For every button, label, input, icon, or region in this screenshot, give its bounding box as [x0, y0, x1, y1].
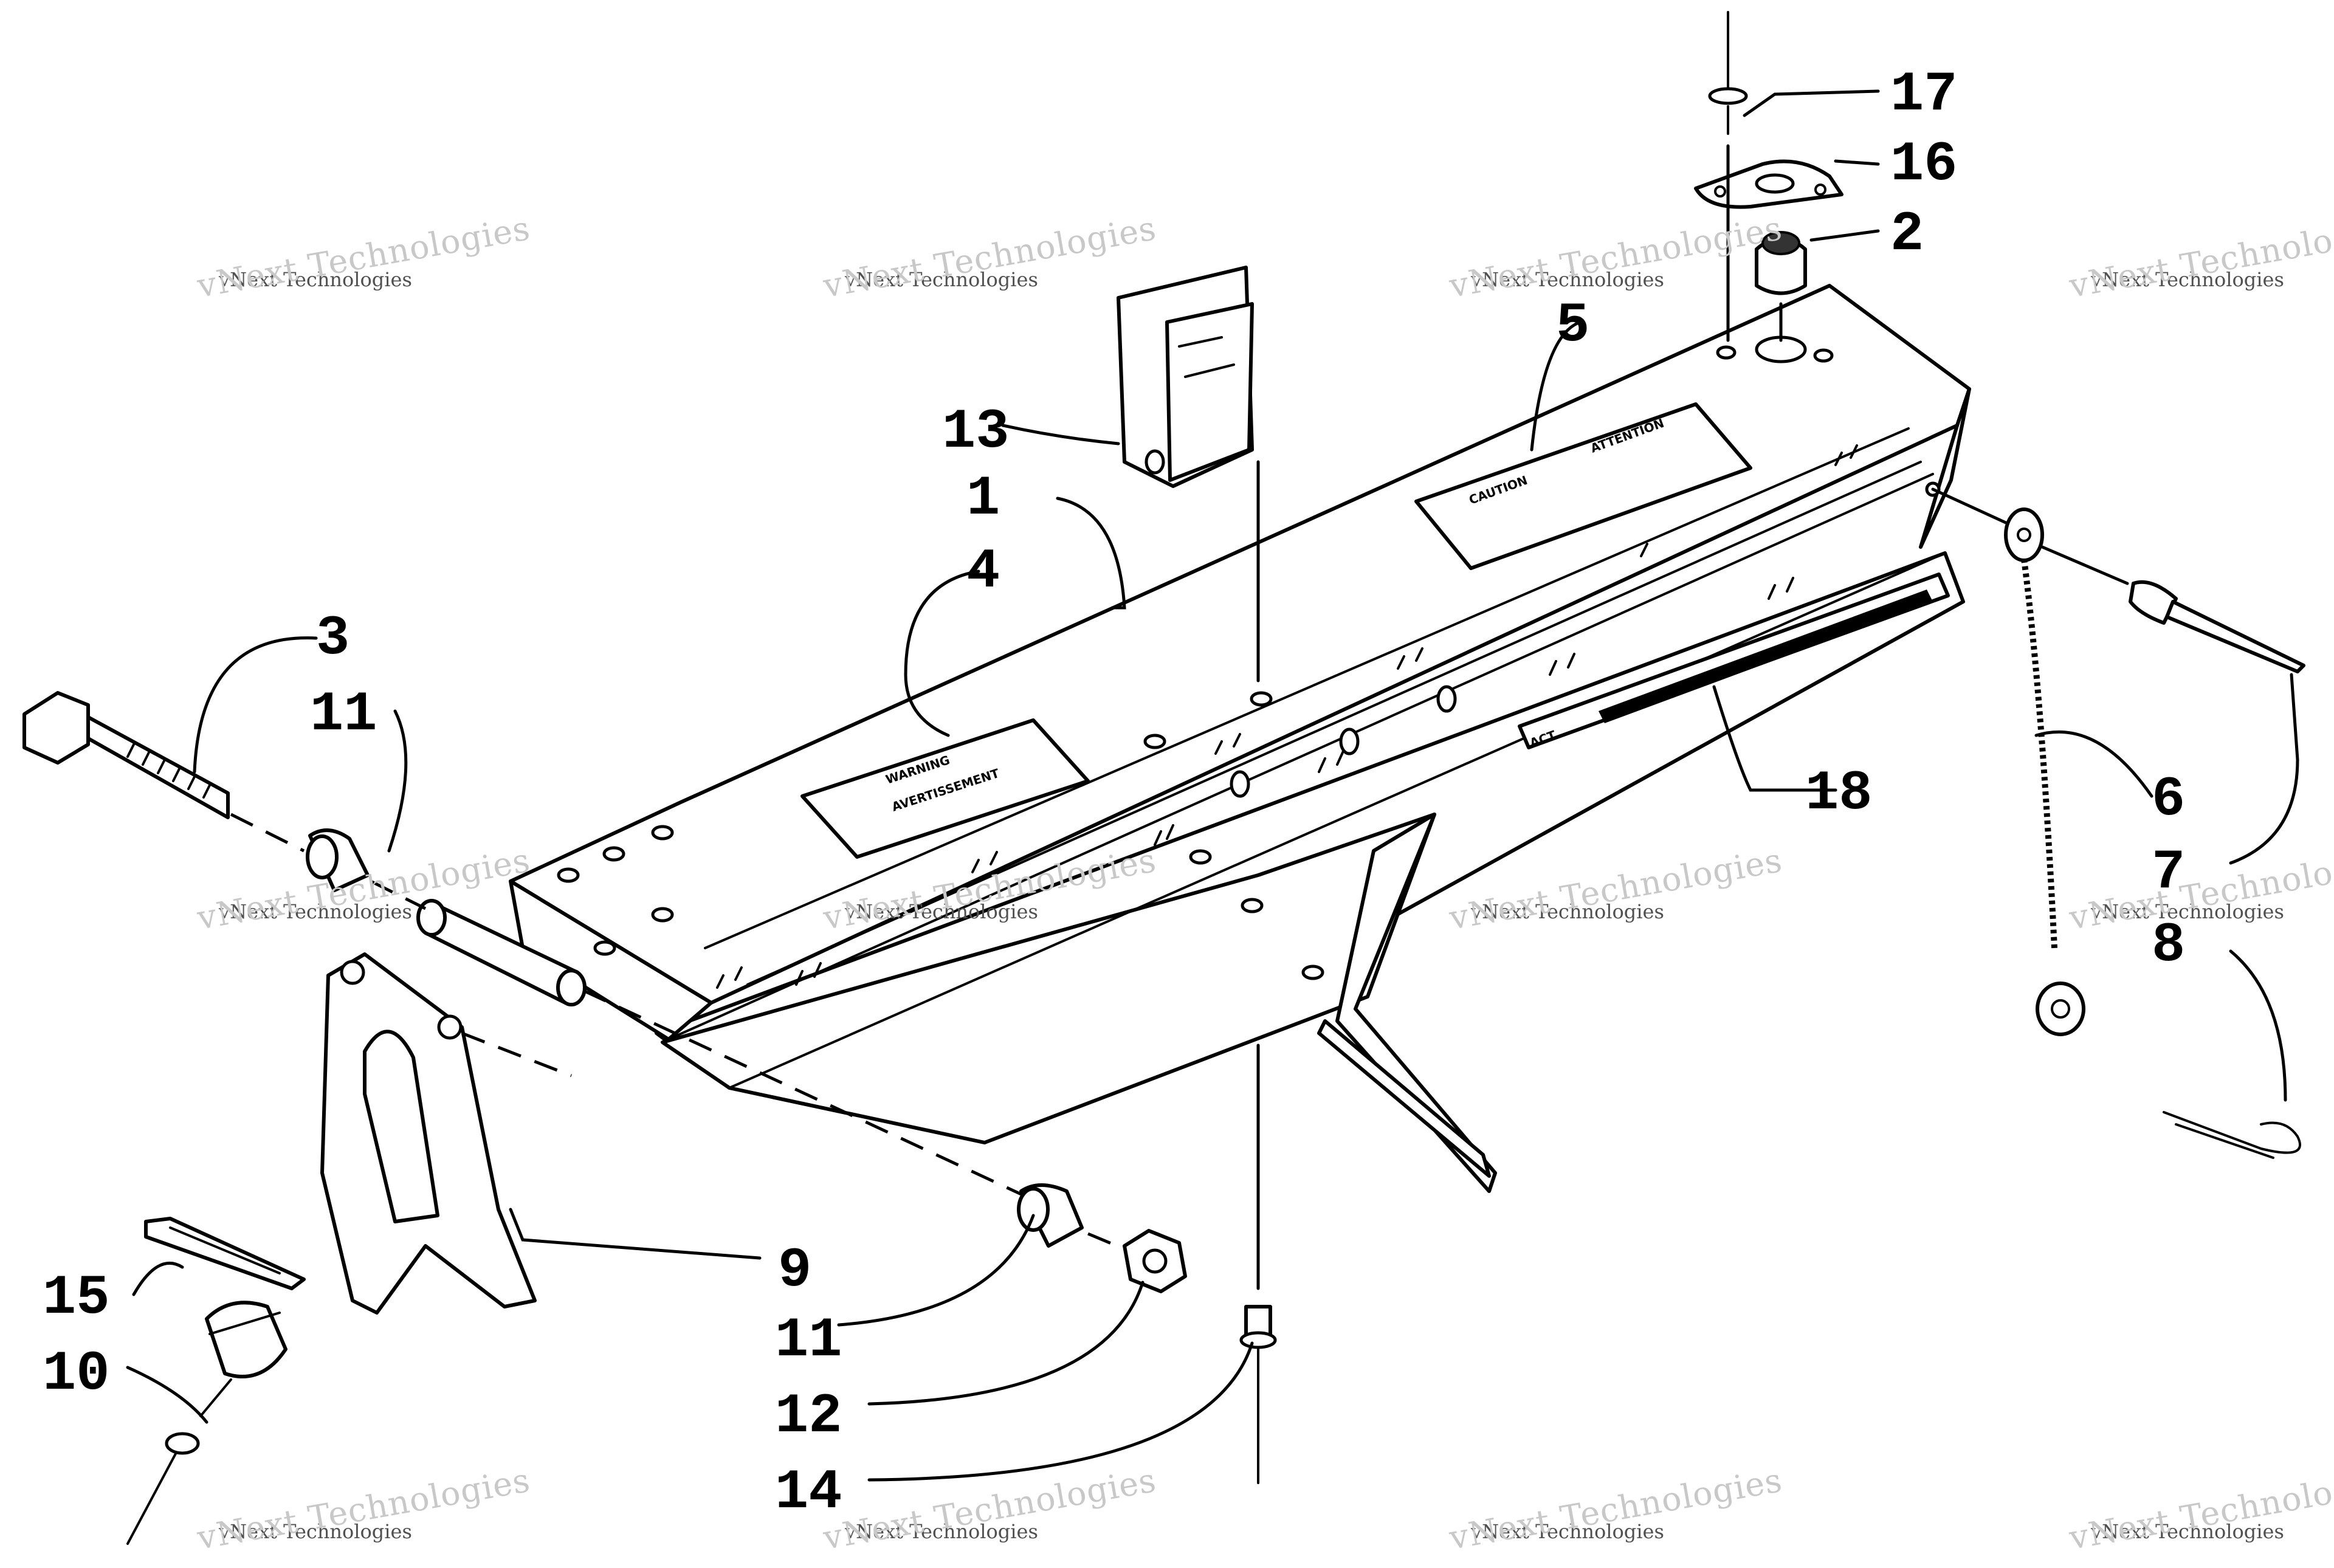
warning-decal: WARNING AVERTISSEMENT — [800, 718, 1090, 859]
leader-line — [370, 879, 427, 910]
leader-line — [1087, 1232, 1125, 1251]
mount-bracket-part — [320, 952, 572, 1315]
callout-9: 9 — [778, 1239, 811, 1302]
side-logo-decal: ACT — [1518, 573, 1950, 751]
rivet-right-part — [2129, 580, 2305, 673]
callout-2: 2 — [1890, 202, 1924, 266]
clip-part — [1117, 266, 1254, 488]
bracket-plate-part — [1694, 159, 1843, 209]
callout-4: 4 — [966, 540, 1000, 603]
spacer-tube-part — [416, 899, 587, 1006]
callout-17: 17 — [1890, 63, 1957, 126]
hitch-pin-part — [2163, 1111, 2301, 1159]
callout-18: 18 — [1805, 762, 1872, 825]
callout-11-lower: 11 — [775, 1308, 842, 1372]
nut-part — [1123, 1229, 1187, 1293]
bushing-right-part — [1017, 1183, 1084, 1248]
leader-line — [1931, 487, 2008, 524]
callout-1: 1 — [966, 467, 1000, 531]
strap-part — [144, 1217, 306, 1290]
callout-15: 15 — [43, 1266, 109, 1330]
leader-line — [582, 989, 1022, 1196]
bushing-left-part — [306, 828, 370, 892]
callout-12: 12 — [775, 1384, 842, 1448]
tether-cable-part — [2004, 507, 2085, 1036]
knob-part — [205, 1301, 287, 1378]
callout-leaders — [126, 89, 2299, 1482]
callout-6: 6 — [2152, 768, 2185, 831]
callout-7: 7 — [2152, 841, 2185, 904]
callout-16: 16 — [1890, 132, 1957, 196]
callout-5: 5 — [1556, 294, 1589, 357]
callout-3: 3 — [316, 607, 349, 670]
bolt-part — [22, 691, 230, 819]
callout-labels: 1 2 3 4 5 6 7 8 9 10 11 11 12 13 14 15 1… — [43, 63, 2185, 1524]
callout-13: 13 — [942, 400, 1009, 464]
rivet-lower-left-part — [126, 1378, 232, 1545]
rivet-top-part — [1708, 11, 1748, 135]
leader-line — [230, 813, 305, 853]
callout-8: 8 — [2152, 913, 2185, 977]
caution-attention-decal: CAUTION ATTENTION — [1414, 402, 1752, 570]
callout-10: 10 — [43, 1342, 109, 1406]
grommet-part — [1755, 231, 1807, 295]
rivet-bottom-part — [1239, 1305, 1277, 1484]
leader-line — [2040, 545, 2129, 585]
callout-14: 14 — [775, 1460, 842, 1524]
main-frame-part: WARNING AVERTISSEMENT CAUTION ATTENTION … — [509, 284, 1971, 1193]
callout-11-upper: 11 — [310, 683, 377, 746]
